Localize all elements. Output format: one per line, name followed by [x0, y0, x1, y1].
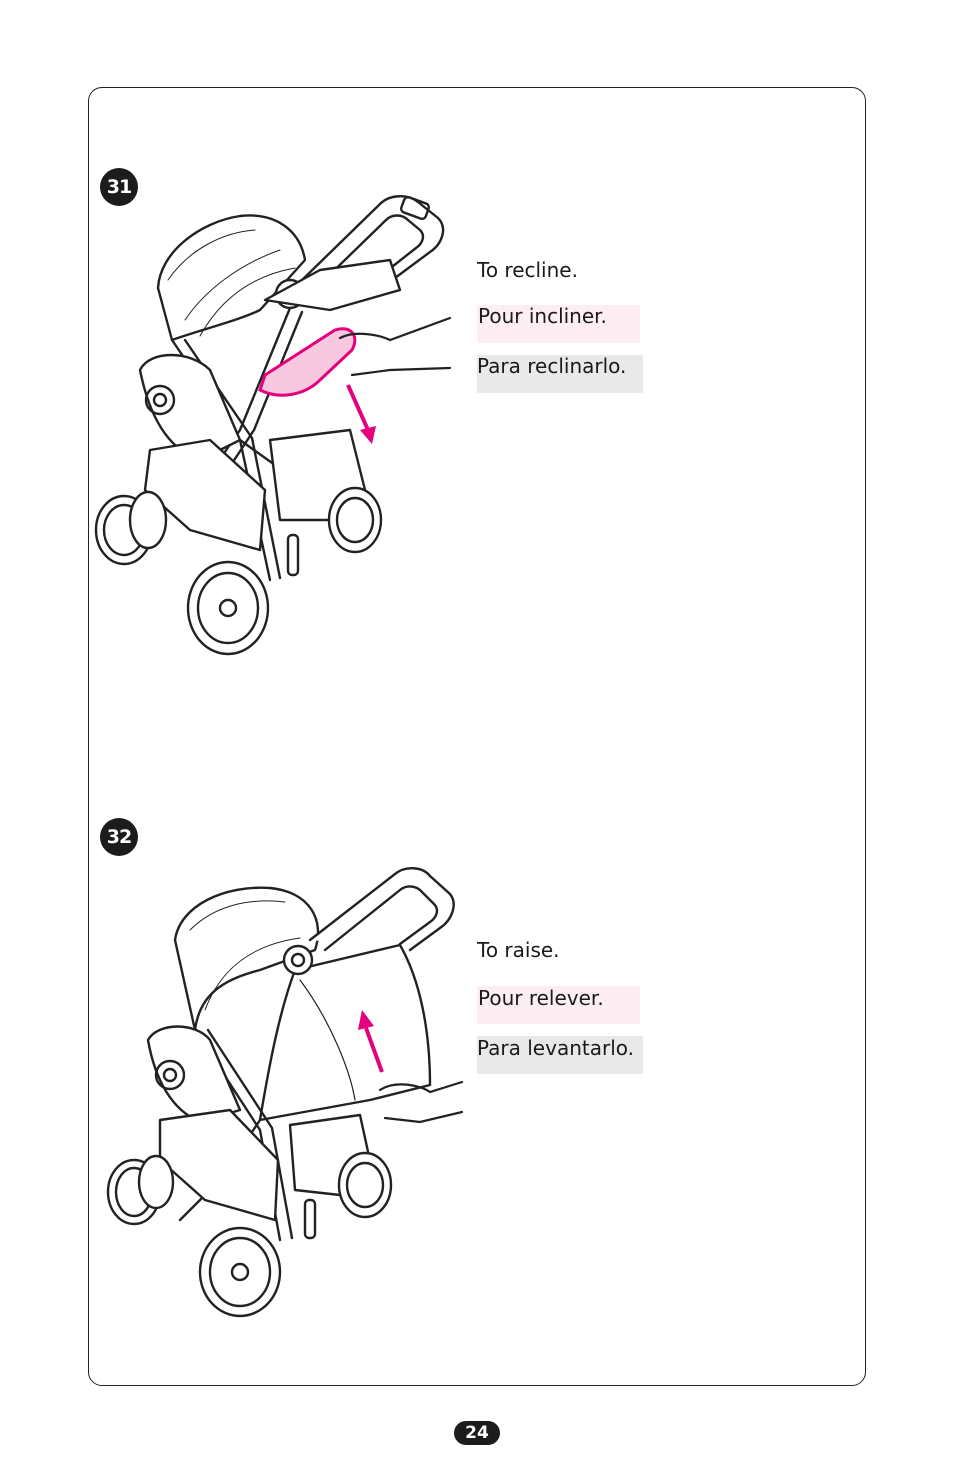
instruction-frame — [88, 87, 866, 1386]
step-32-badge: 32 — [100, 818, 138, 856]
stroller-recline-illustration — [94, 195, 452, 656]
spanish-highlight — [477, 355, 643, 393]
step-32-french-text: Pour relever. — [478, 986, 604, 1010]
french-highlight — [477, 986, 640, 1024]
french-highlight — [477, 305, 640, 343]
step-32-spanish-text: Para levantarlo. — [477, 1036, 635, 1060]
spanish-highlight — [477, 1036, 643, 1074]
step-31-number: 31 — [106, 176, 132, 198]
up-arrow-icon — [358, 1010, 384, 1073]
step-31-english-text: To recline. — [477, 258, 578, 282]
stroller-raise-illustration — [106, 867, 464, 1318]
step-31-spanish-text: Para reclinarlo. — [477, 354, 627, 378]
step-31-badge: 31 — [100, 168, 138, 206]
page-number-badge: 24 — [454, 1421, 500, 1445]
step-32-english-text: To raise. — [477, 938, 560, 962]
step-32-number: 32 — [106, 826, 132, 848]
page-number: 24 — [465, 1423, 489, 1443]
down-arrow-icon — [346, 384, 376, 444]
step-31-french-text: Pour incliner. — [478, 304, 607, 328]
